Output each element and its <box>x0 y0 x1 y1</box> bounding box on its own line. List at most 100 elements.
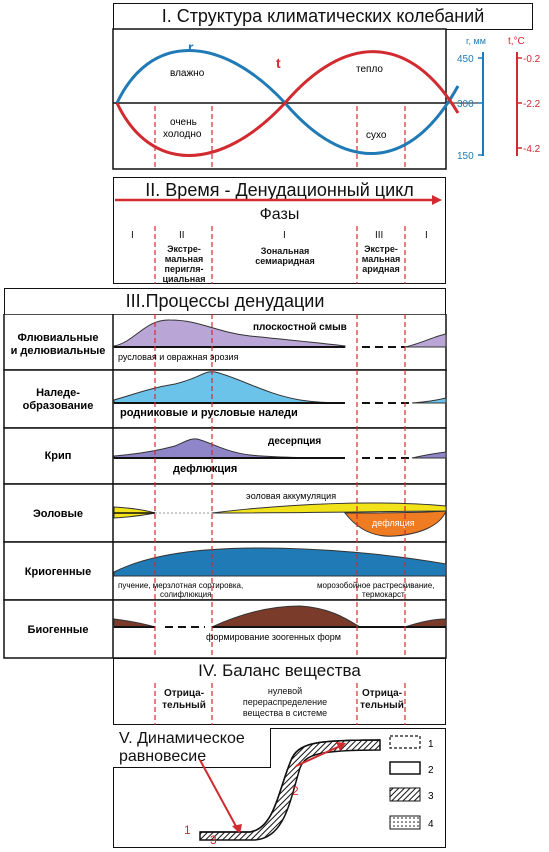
phase-separators <box>154 226 406 284</box>
biogenic-shape-mid <box>211 605 362 628</box>
slope-profile <box>200 739 381 833</box>
phase-cells <box>113 227 446 284</box>
balance-neutral: нулевой перераспределение вещества в сис… <box>215 686 355 719</box>
red-arrow-1-line <box>199 759 239 831</box>
label-vlazhno: влажно <box>170 68 205 79</box>
phase-ext-periglacial-line-3: перигля- <box>164 264 204 274</box>
row-label-fluvial-1: Флювиальные <box>17 332 98 344</box>
numeral-2: II <box>179 230 185 241</box>
balance-neg-right: Отрица- тельный <box>357 688 407 712</box>
aeolian-text-1: эоловая аккумуляция <box>246 491 336 501</box>
t-tick-low: -4.2 <box>523 144 541 155</box>
balance-neg-left-line-1: Отрица- <box>163 688 205 699</box>
r-tick-450: 450 <box>457 54 474 65</box>
r-symbol: r <box>188 39 194 55</box>
balance-neutral-line-1: нулевой <box>267 686 303 696</box>
equilibrium-diagram: 1 2 3 1 2 3 4 <box>184 735 434 847</box>
balance-neutral-line-2: перераспределение <box>242 697 328 707</box>
phase-ext-periglacial-line-2: мальная <box>164 254 204 264</box>
legend-swatch-dashed <box>389 735 421 749</box>
balance-title: IV. Баланс вещества <box>198 661 361 680</box>
time-title: II. Время - Денудационный цикл <box>145 180 414 200</box>
cryogenic-text-2a: морозобойное растрескивание, <box>317 581 434 590</box>
label-ochen: очень <box>170 117 197 128</box>
icing-shape-right <box>411 397 447 404</box>
cryogenic-shape <box>113 547 447 577</box>
r-axis-title: r, мм <box>466 36 486 46</box>
t-tick-mid: -2.2 <box>523 99 541 110</box>
numeral-1: I <box>131 230 134 241</box>
marker-1: 1 <box>184 823 191 837</box>
climate-title: I. Структура климатических колебаний <box>161 6 485 26</box>
fluvial-shape <box>113 319 346 348</box>
aeolian-yellow-right <box>211 502 447 514</box>
label-teplo: тепло <box>356 64 383 75</box>
balance-separators <box>154 683 406 725</box>
equilibrium-title-line-2: равновесие <box>119 748 207 765</box>
processes-title: III.Процессы денудации <box>125 291 325 311</box>
row-label-fluvial-2: и делювиальные <box>11 345 106 357</box>
phase-zonal: Зональная семиаридная <box>225 246 345 266</box>
phase-ext-arid: Экстре- мальная аридная <box>358 244 404 274</box>
phase-zonal-line-2: семиаридная <box>255 256 315 266</box>
fluvial-shape-right <box>404 333 447 348</box>
balance-neg-left-line-2: тельный <box>162 700 206 711</box>
row-frame-biogenic <box>3 599 447 659</box>
numeral-5: I <box>425 230 428 241</box>
icing-text-1: родниковые и русловые наледи <box>120 407 298 419</box>
phase-ext-arid-line-1: Экстре- <box>364 244 398 254</box>
slope-deposit <box>199 739 381 841</box>
cryogenic-text-2b: термокарст <box>362 590 405 599</box>
balance-cells <box>113 683 446 725</box>
phase-ext-arid-line-3: аридная <box>362 264 400 274</box>
legend-swatch-hatch <box>389 787 421 802</box>
balance-neg-left: Отрица- тельный <box>156 688 212 712</box>
temperature-curve <box>115 50 460 157</box>
balance-neg-right-line-2: тельный <box>360 700 404 711</box>
t-symbol: t <box>276 55 281 71</box>
row-label-creep: Крип <box>45 450 72 462</box>
phase-dashes <box>154 106 406 170</box>
red-arrow-2-head <box>336 742 346 751</box>
fluvial-text-1: плоскостной смыв <box>253 322 347 333</box>
legend: 1 2 3 4 <box>389 735 434 830</box>
phase-zonal-line-1: Зональная <box>260 246 310 256</box>
section-climate: I. Структура климатических колебаний <box>113 3 533 30</box>
r-tick-150: 150 <box>457 151 474 162</box>
processes-chart: Флювиальные и делювиальные Наледе- образ… <box>3 314 447 659</box>
equilibrium-title-line-1: V. Динамическое <box>119 730 245 747</box>
phase-ext-periglacial-line-4: циальная <box>162 274 206 284</box>
creep-shape-right <box>411 451 447 459</box>
legend-label-3: 3 <box>428 791 434 802</box>
legend-swatch-solid <box>389 761 421 775</box>
cryogenic-text-1a: пучение, мерзлотная сортировка, <box>118 581 243 590</box>
creep-text-1: десерпция <box>268 436 321 447</box>
phases-label: Фазы <box>259 206 300 223</box>
marker-3: 3 <box>210 833 217 847</box>
label-suho: сухо <box>366 130 387 141</box>
aeolian-text-2: дефляция <box>372 518 415 528</box>
row-label-icing-2: образование <box>23 400 94 412</box>
row-label-cryogenic: Криогенные <box>25 566 91 578</box>
label-holodno: холодно <box>163 129 202 140</box>
t-tick-high: -0.2 <box>523 54 541 65</box>
t-axis-title: t,°C <box>508 36 525 47</box>
marker-2: 2 <box>292 784 299 798</box>
time-arrow-head <box>432 195 442 205</box>
row-label-biogenic: Биогенные <box>28 624 89 636</box>
legend-swatch-dots <box>389 815 421 830</box>
balance-neutral-line-3: вещества в системе <box>242 708 328 718</box>
legend-label-1: 1 <box>428 739 434 750</box>
equilibrium-title: V. Динамическое равновесие <box>119 730 245 766</box>
phase-ext-arid-line-2: мальная <box>361 254 401 264</box>
phase-ext-periglacial: Экстре- мальная перигля- циальная <box>158 244 210 284</box>
section-balance: IV. Баланс вещества <box>113 658 446 684</box>
fluvial-text-2: русловая и овражная эрозия <box>118 352 239 362</box>
legend-label-4: 4 <box>428 819 434 830</box>
red-arrow-2-line <box>295 745 341 767</box>
row-label-aeolian: Эоловые <box>33 508 83 520</box>
red-arrow-1-head <box>232 824 242 834</box>
time-arrow <box>115 195 442 205</box>
phases-box: Фазы <box>113 203 446 228</box>
row-label-icing-1: Наледе- <box>36 387 80 399</box>
